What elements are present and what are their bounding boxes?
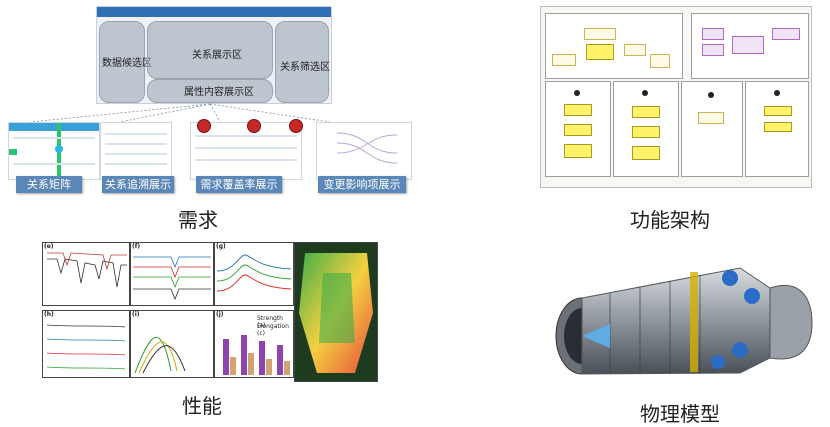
relation-trace-thumbnail (100, 122, 172, 180)
state-swimlane-3 (681, 81, 743, 177)
performance-caption: 性能 (182, 394, 222, 418)
stress-plot-i: (i) (130, 310, 214, 378)
data-candidate-zone: 数据候选区 (99, 21, 152, 103)
relation-matrix-thumbnail (8, 122, 100, 180)
change-impact-thumbnail (316, 122, 412, 180)
subfigure-label: (g) (216, 243, 226, 250)
subfigure-label: (j) (216, 311, 224, 318)
coverage-thumbnail (190, 122, 302, 180)
ui-header-bar (97, 7, 331, 17)
state-swimlane-1 (545, 81, 611, 177)
performance-figure: (e) (f) (g) (h) (i) (40, 240, 378, 382)
subfigure-label: (f) (132, 243, 141, 250)
physical-model-render (540, 238, 820, 384)
legend-strength: Strength (a) (257, 315, 283, 329)
coverage-marker-icon (290, 120, 302, 132)
relation-trace-callout: 关系追溯展示 (102, 176, 174, 193)
requirements-ui-screenshot: 数据候选区 关系展示区 关系筛选区 属性内容展示区 (96, 6, 332, 104)
coverage-marker-icon (248, 120, 260, 132)
change-impact-callout: 变更影响项展示 (318, 176, 406, 193)
subfigure-label: (h) (44, 311, 54, 318)
subfigure-label: (i) (132, 311, 140, 318)
coverage-callout: 需求覆盖率展示 (196, 176, 282, 193)
relation-matrix-callout: 关系矩阵 (16, 176, 82, 193)
relation-filter-label: 关系筛选区 (280, 62, 330, 73)
physical-model-caption: 物理模型 (640, 402, 720, 426)
heatmap-plot (294, 242, 378, 382)
activity-swimlane (545, 13, 683, 79)
attribute-display-zone: 属性内容展示区 (147, 79, 273, 103)
relation-display-zone: 关系展示区 (147, 21, 273, 79)
data-candidate-label: 数据候选区 (102, 58, 152, 69)
architecture-diagram-screenshot (540, 6, 812, 188)
block-swimlane (691, 13, 809, 79)
subfigure-label: (e) (44, 243, 54, 250)
ftir-plot-f: (f) (130, 242, 214, 306)
state-swimlane-2 (613, 81, 679, 177)
state-swimlane-4 (745, 81, 809, 177)
xrd-plot-g: (g) (214, 242, 294, 306)
coverage-marker-icon (198, 120, 210, 132)
attribute-display-label: 属性内容展示区 (184, 87, 254, 98)
bar-plot-j: (j) Strength (a) Elongation (c) (214, 310, 294, 378)
requirements-caption: 需求 (178, 208, 218, 232)
turbine-model-image (555, 267, 813, 375)
ftir-plot-e: (e) (42, 242, 130, 306)
curves-plot-h: (h) (42, 310, 130, 378)
relation-display-label: 关系展示区 (192, 50, 242, 61)
legend-elongation: Elongation (c) (257, 323, 289, 337)
architecture-caption: 功能架构 (630, 208, 710, 232)
relation-filter-zone: 关系筛选区 (275, 21, 330, 103)
fanout-lines (29, 103, 331, 123)
